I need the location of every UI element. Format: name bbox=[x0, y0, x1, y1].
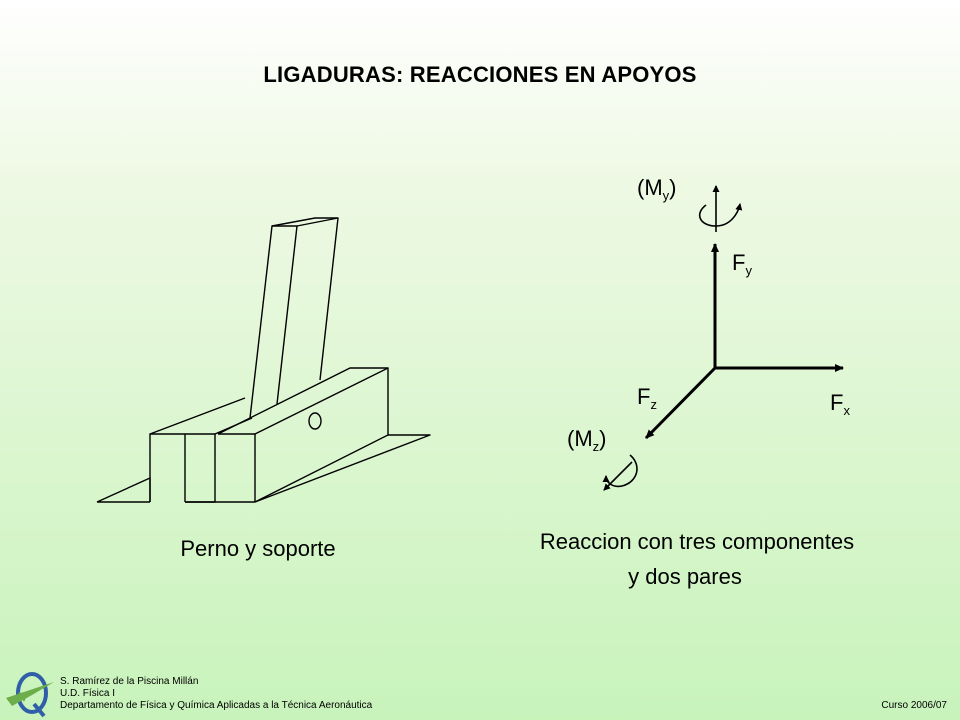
fz-label: Fz bbox=[637, 384, 657, 412]
right-block bbox=[218, 433, 256, 502]
footer-department: Departamento de Física y Química Aplicad… bbox=[60, 700, 373, 711]
pin-bar bbox=[249, 225, 298, 419]
fz-arrow bbox=[644, 366, 717, 440]
left-block bbox=[149, 433, 186, 502]
mz-axis bbox=[603, 461, 633, 491]
footer-author: S. Ramírez de la Piscina Millán bbox=[60, 676, 199, 687]
moment-arrows bbox=[602, 185, 743, 491]
right-caption-line1: Reaccion con tres componentes bbox=[540, 529, 854, 554]
axes-drawing bbox=[644, 243, 844, 440]
slide-title: LIGADURAS: REACCIONES EN APOYOS bbox=[263, 62, 697, 87]
footer-credits: S. Ramírez de la Piscina Millán U.D. Fís… bbox=[60, 676, 372, 712]
mz-label: (Mz) bbox=[567, 426, 606, 454]
base-plate bbox=[96, 477, 255, 503]
channel-slot bbox=[185, 433, 216, 503]
footer-unit: U.D. Física I bbox=[60, 688, 116, 699]
right-caption-line2: y dos pares bbox=[628, 564, 742, 589]
footer-course: Curso 2006/07 bbox=[881, 700, 947, 711]
fx-label: Fx bbox=[830, 390, 850, 418]
my-rotation-arrow bbox=[698, 203, 743, 227]
my-label: (My) bbox=[637, 175, 676, 203]
pin-hole bbox=[308, 412, 322, 430]
mz-rotation-arrow bbox=[602, 454, 638, 488]
pin-support-drawing bbox=[96, 217, 431, 503]
left-caption: Perno y soporte bbox=[180, 536, 335, 561]
fy-label: Fy bbox=[732, 250, 752, 278]
university-aeronautics-logo-icon bbox=[6, 672, 54, 718]
base-plate-right bbox=[254, 434, 431, 503]
